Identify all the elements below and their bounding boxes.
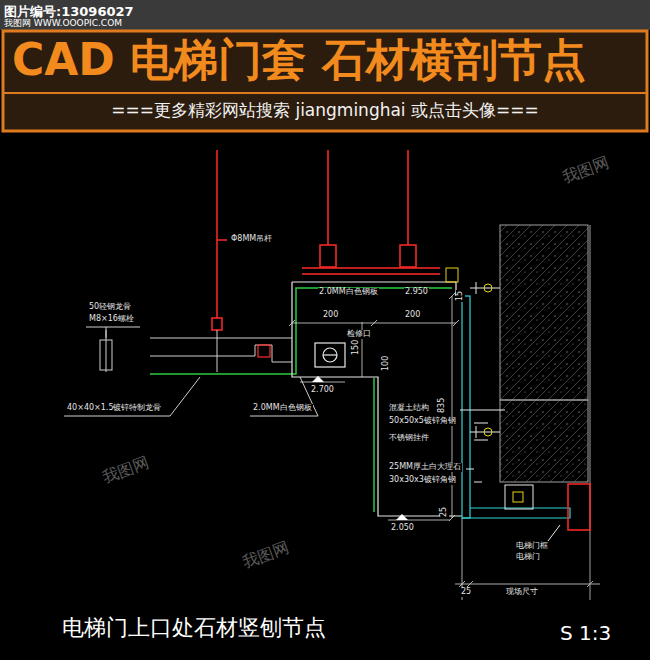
hanger-rod [212, 150, 440, 330]
steel-angle [548, 525, 560, 541]
level-value: 2.700 [310, 386, 335, 395]
scale-note: S 1:3 [560, 622, 611, 644]
dimension: 150 [352, 339, 361, 356]
header-frame [3, 92, 647, 94]
concrete-wall [500, 225, 590, 600]
ceiling-frame [150, 356, 255, 357]
dimension: 现场尺寸 [505, 588, 539, 597]
steel-plate [292, 282, 456, 296]
red-bracket [258, 345, 270, 357]
steel-angle [470, 282, 500, 294]
dimension-line [289, 320, 459, 326]
steel-plate [323, 354, 337, 355]
part-label: 2.0MM白色钢板 [318, 288, 379, 297]
ceiling-frame [64, 327, 318, 416]
dimension-line [459, 581, 593, 587]
header-frame [3, 31, 647, 131]
part-label: 50x50x5镀锌角钢 [388, 417, 457, 426]
ceiling-frame [86, 327, 140, 338]
hanger-rod [216, 150, 218, 318]
ceiling-frame [150, 338, 292, 339]
dimension-line [455, 584, 600, 585]
hanger-rod [407, 150, 409, 245]
watermark: 我图网 [100, 454, 151, 487]
steel-plate [323, 348, 337, 362]
elevator-door [568, 484, 590, 530]
ceiling-frame [255, 345, 292, 362]
gypsum-board [373, 378, 375, 512]
hanger-rod [327, 150, 329, 245]
part-label: M8×16螺栓 [88, 315, 135, 324]
level-mark [312, 376, 324, 382]
part-label: 混凝土结构 [388, 404, 430, 413]
ceiling-frame [250, 377, 318, 416]
steel-angle [470, 426, 500, 438]
stone-cladding [462, 296, 470, 518]
site-mark: 我图网 WWW.OOOPIC.COM [4, 19, 122, 29]
steel-plate [292, 282, 462, 516]
stone-cladding [462, 296, 570, 518]
concrete-wall [500, 400, 588, 482]
bolt [484, 428, 492, 436]
dimension: 100 [382, 355, 391, 372]
dimension: 25 [440, 506, 449, 518]
red-bracket [258, 345, 270, 357]
hanger-rod [212, 318, 222, 330]
part-label: 30x30x3镀锌角钢 [388, 476, 457, 485]
hanger-rod [320, 245, 336, 267]
hanger-rod [217, 239, 227, 241]
level-value: 2.950 [404, 288, 429, 297]
dimension: 15 [456, 290, 465, 302]
bolt [513, 492, 523, 502]
ceiling-frame [217, 330, 218, 372]
title: CAD 电梯门套 石材横剖节点 [12, 36, 586, 84]
steel-plate [315, 343, 345, 367]
dimension: 835 [438, 397, 447, 414]
watermark: 我图网 [240, 539, 291, 572]
header-strip [0, 0, 650, 30]
header-frame [3, 31, 647, 131]
level-mark [396, 514, 408, 520]
part-label: 电梯门 [515, 553, 541, 562]
header-strip [0, 0, 650, 30]
steel-angle [460, 410, 505, 482]
elevator-door [505, 484, 590, 530]
gypsum-board [150, 288, 452, 374]
caption: 电梯门上口处石材竖刨节点 [62, 616, 326, 640]
dimension: 25 [460, 588, 472, 597]
concrete-wall [500, 225, 588, 400]
concrete-wall [590, 225, 591, 600]
steel-angle [460, 282, 560, 541]
part-label: Φ8MM吊杆 [230, 235, 273, 244]
part-label: 电梯门框 [515, 542, 549, 551]
steel-plate [292, 282, 462, 516]
part-label: 2.0MM白色钢板 [252, 404, 313, 413]
part-label: 40×40×1.5镀锌特制龙骨 [66, 404, 163, 413]
bolt [484, 284, 492, 292]
part-label: 不锈钢挂件 [388, 434, 430, 443]
watermark: 我图网 [560, 154, 611, 187]
hanger-rod [302, 273, 440, 275]
image-id: 图片编号:13096027 [4, 5, 134, 19]
part-label: 25MM厚土白大理石 [388, 463, 462, 472]
part-label: 50轻钢龙骨 [88, 303, 132, 312]
dimension: 200 [404, 311, 421, 320]
hanger-rod [400, 245, 416, 267]
level-mark [312, 376, 408, 520]
elevator-door [505, 485, 533, 509]
hanger-rod [302, 267, 440, 269]
part-label: 检修口 [346, 330, 372, 339]
ceiling-frame [64, 377, 200, 416]
level-value: 2.050 [390, 524, 415, 533]
dimension-line [449, 293, 455, 521]
header-note: ===更多精彩网站搜索 jiangminghai 或点击头像=== [111, 101, 538, 120]
dimension: 200 [322, 311, 339, 320]
bolt [446, 268, 458, 282]
